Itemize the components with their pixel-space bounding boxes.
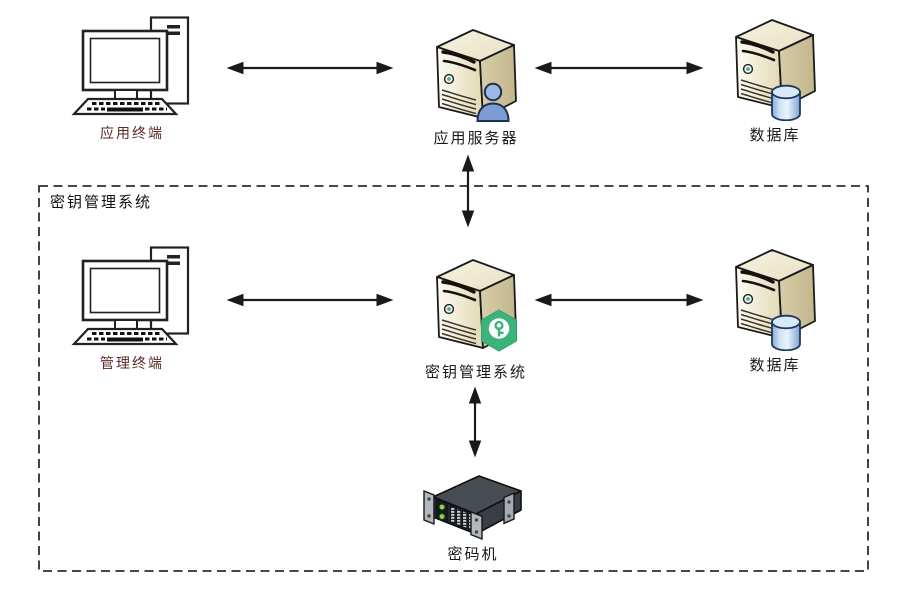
led-icon: [438, 503, 446, 511]
arrow-kms-db: [534, 293, 704, 307]
desktop-computer-icon: [71, 246, 190, 346]
arrow-appserver-kms: [461, 154, 475, 228]
node-cipher-machine: 密码机: [412, 472, 534, 564]
node-label: 管理终端: [100, 357, 164, 372]
desktop-computer-icon: [71, 16, 190, 116]
server-user-icon: [436, 29, 517, 122]
server-key-icon: [436, 259, 517, 352]
user-icon: [476, 82, 510, 122]
mount-ear: [423, 489, 435, 526]
node-app-server: 应用服务器: [418, 24, 534, 148]
node-app-terminal: 应用终端: [64, 16, 200, 143]
node-db-bottom: 数据库: [719, 244, 831, 375]
node-label: 应用服务器: [433, 131, 519, 147]
node-label: 数据库: [749, 128, 801, 144]
key-badge-icon: [481, 309, 517, 352]
boundary-label: 密钥管理系统: [50, 195, 153, 211]
rack-hsm-icon: [423, 475, 522, 540]
database-cylinder-icon: [771, 84, 801, 121]
arrow-appserver-db: [534, 61, 704, 75]
rack-server: [423, 475, 522, 540]
mount-ear: [503, 491, 515, 525]
node-label: 密码机: [447, 547, 499, 563]
led-icon: [438, 512, 446, 521]
arrow-terminal-appserver: [226, 61, 394, 75]
node-label: 应用终端: [100, 127, 164, 142]
arrow-kms-cipher: [468, 386, 482, 458]
server-database-icon: [735, 19, 816, 121]
node-label: 数据库: [749, 358, 801, 374]
node-db-top: 数据库: [719, 14, 831, 145]
server-database-icon: [735, 249, 816, 351]
kms-boundary-box: [38, 185, 869, 572]
node-kms-server: 密钥管理系统: [418, 254, 534, 382]
mount-ear: [470, 510, 483, 540]
node-mgmt-terminal: 管理终端: [64, 246, 200, 373]
server-tower: [436, 29, 517, 119]
node-label: 密钥管理系统: [424, 365, 527, 381]
arrow-mgmtterminal-kms: [226, 293, 394, 307]
database-cylinder-icon: [771, 314, 801, 351]
